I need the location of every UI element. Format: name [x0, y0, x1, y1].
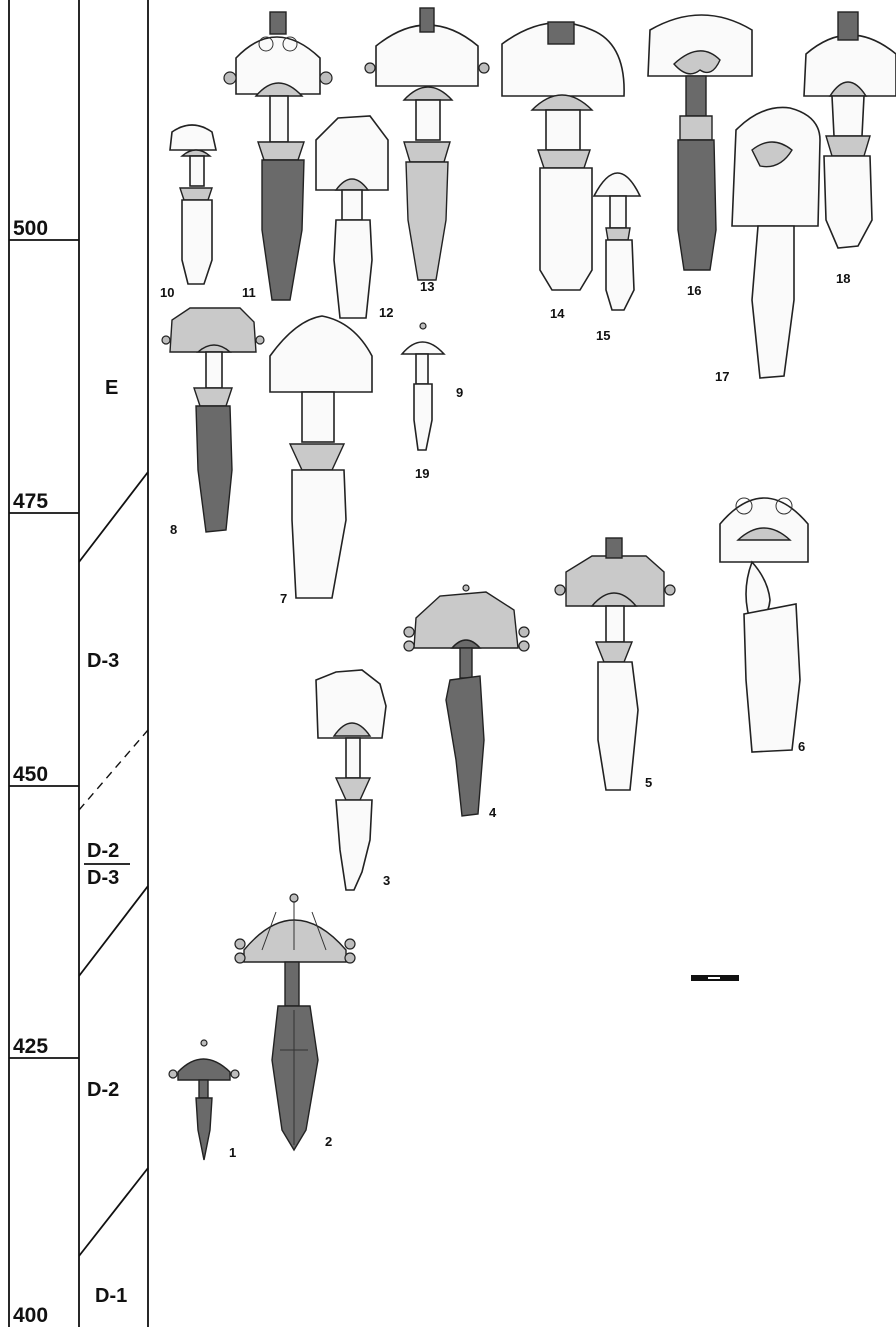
- fibula-number-14: 14: [550, 306, 565, 321]
- fibula-number-9: 9: [456, 385, 463, 400]
- fibula-number-12: 12: [379, 305, 393, 320]
- fibula-number-8: 8: [170, 522, 177, 537]
- fibula-number-16: 16: [687, 283, 701, 298]
- fibula-number-6: 6: [798, 739, 805, 754]
- fibula-drawing-9: [402, 323, 444, 450]
- fibula-drawing-1: [169, 1040, 239, 1160]
- year-label-425: 425: [13, 1035, 48, 1058]
- fibula-number-3: 3: [383, 873, 390, 888]
- fibula-drawing-6: [720, 498, 808, 752]
- fibula-number-1: 1: [229, 1145, 236, 1160]
- year-label-475: 475: [13, 490, 48, 513]
- fibula-drawing-7: [270, 316, 372, 598]
- fibula-number-11: 11: [242, 285, 256, 300]
- fibula-drawing-10: [170, 125, 216, 284]
- year-label-400: 400: [13, 1304, 48, 1327]
- fibula-number-17: 17: [715, 369, 729, 384]
- phase-label-d2: D-2: [87, 1079, 119, 1101]
- fibula-drawing-8: [162, 308, 264, 532]
- year-label-500: 500: [13, 217, 48, 240]
- boundary-e-d3: [79, 472, 148, 562]
- fibula-drawing-17: [732, 107, 820, 378]
- fibula-number-7: 7: [280, 591, 287, 606]
- phase-label-d1: D-1: [95, 1285, 127, 1307]
- phase-label-e: E: [105, 377, 118, 399]
- scale-bar: [691, 975, 739, 981]
- fibula-drawing-2: [235, 894, 355, 1150]
- fibula-number-15: 15: [596, 328, 610, 343]
- timeline-scale: [9, 0, 148, 1327]
- fibula-drawing-3: [316, 670, 386, 890]
- boundary-d3-d2d3: [79, 730, 148, 810]
- fibula-number-2: 2: [325, 1134, 332, 1149]
- fibula-drawing-12: [316, 116, 388, 318]
- fibula-number-5: 5: [645, 775, 652, 790]
- fibula-drawing-5: [555, 538, 675, 790]
- fibula-drawing-15: [594, 173, 640, 310]
- boundary-d2-d1: [79, 1168, 148, 1256]
- fibula-number-4: 4: [489, 805, 497, 820]
- fibula-number-18: 18: [836, 271, 850, 286]
- phase-label-d3: D-3: [87, 650, 119, 672]
- fibula-number-10: 10: [160, 285, 174, 300]
- fibula-number-13: 13: [420, 279, 434, 294]
- boundary-d2d3-d2: [79, 886, 148, 976]
- fibula-number-19: 19: [415, 466, 429, 481]
- fibula-drawing-4: [404, 585, 529, 816]
- phase-label-d3-under: D-3: [87, 867, 119, 889]
- phase-label-d2-over: D-2: [87, 840, 119, 862]
- year-label-450: 450: [13, 763, 48, 786]
